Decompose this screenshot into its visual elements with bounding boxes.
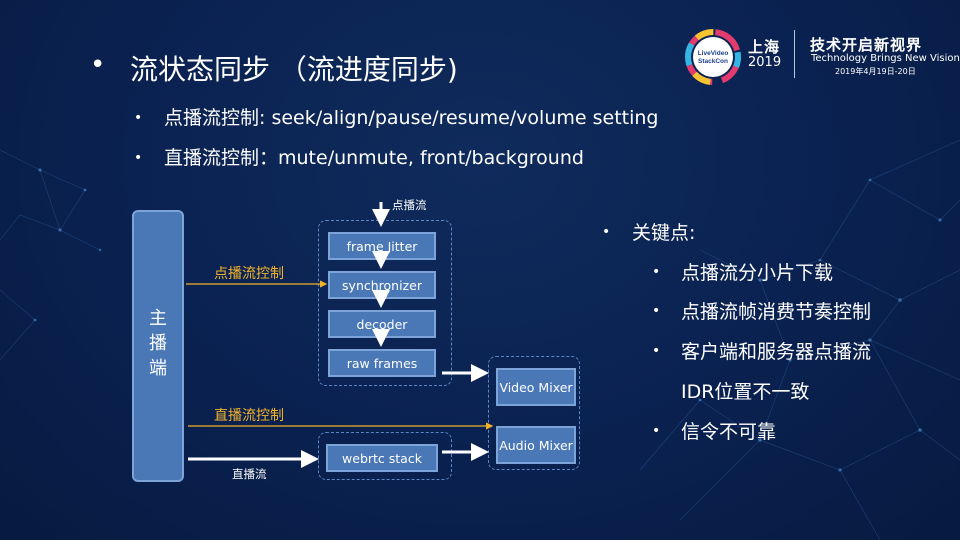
svg-text:StackCon: StackCon (698, 58, 728, 65)
node-raw-frames: raw frames (328, 349, 436, 377)
bullet-dot: • (652, 303, 661, 319)
bullet-dot: • (134, 150, 143, 166)
mixer-group (488, 356, 580, 470)
logo-tagline-zh: 技术开启新视界 (810, 36, 923, 54)
logo-tagline-en: Technology Brings New Vision (811, 53, 960, 64)
logo-date: 2019年4月19日-20日 (835, 67, 916, 76)
bullet-dot: • (652, 264, 661, 280)
title-bullet: • (90, 50, 106, 80)
slide-title: 流状态同步 （流进度同步) (130, 53, 458, 86)
bullet-dot: • (134, 110, 143, 126)
logo-divider (794, 30, 795, 78)
bullet-dot: • (652, 423, 661, 439)
flow-arrows (186, 202, 494, 468)
broadcaster-node (132, 210, 184, 482)
bullet-dot: • (602, 224, 611, 240)
key-points-heading: 关键点: (632, 222, 696, 244)
bullet-vod-control: 点播流控制: seek/align/pause/resume/volume se… (164, 107, 659, 129)
node-video-mixer: Video Mixer (496, 368, 576, 406)
key-point-item: 客户端和服务器点播流 (681, 341, 872, 363)
key-point-item: 点播流帧消费节奏控制 (681, 301, 872, 323)
bullet-dot: • (652, 343, 661, 359)
live-stream-label: 直播流 (232, 467, 267, 481)
vod-control-label: 点播流控制 (214, 266, 284, 282)
key-point-item: 信令不可靠 (681, 421, 777, 443)
logo-city: 上海 (748, 38, 781, 56)
bullet-live-control: 直播流控制：mute/unmute, front/background (164, 147, 584, 169)
node-audio-mixer: Audio Mixer (496, 426, 576, 464)
broadcaster-label: 主播端 (149, 308, 167, 379)
node-webrtc-stack: webrtc stack (326, 444, 438, 472)
svg-text:LiveVideo: LiveVideo (698, 50, 729, 57)
livevideostackcon-logo: LiveVideo StackCon (685, 29, 741, 85)
live-control-label: 直播流控制 (214, 408, 284, 424)
vod-stream-label: 点播流 (392, 198, 427, 212)
key-point-item: 点播流分小片下载 (681, 262, 834, 284)
key-point-item-continued: IDR位置不一致 (681, 381, 810, 403)
logo-year: 2019 (748, 55, 782, 70)
